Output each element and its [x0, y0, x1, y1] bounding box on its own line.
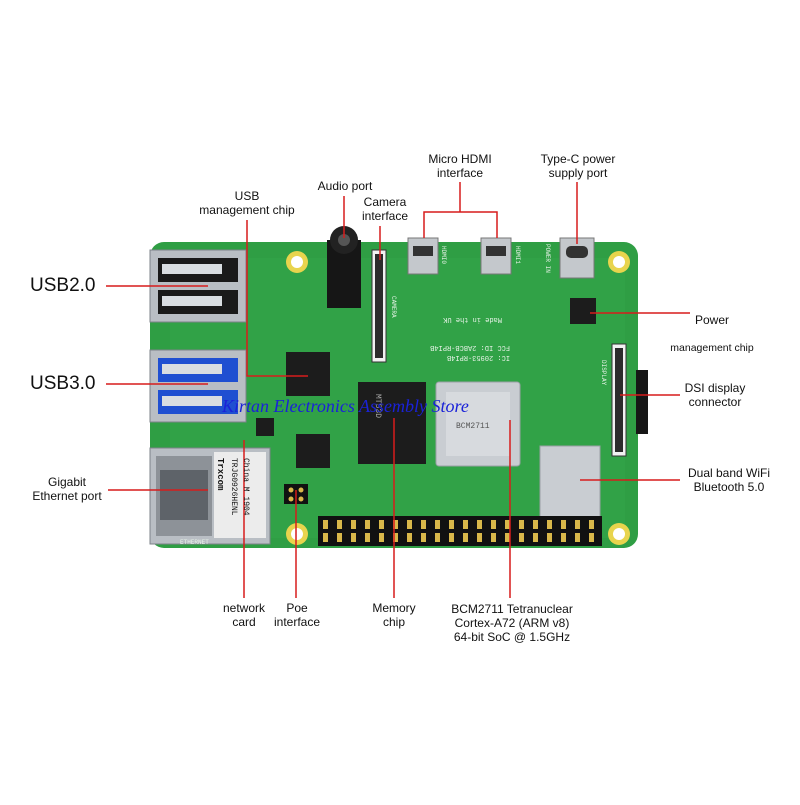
gpio-pin — [393, 533, 398, 542]
ethernet-part: TRJG0926HENL — [229, 458, 238, 516]
gpio-pin — [477, 520, 482, 529]
typec-port — [559, 237, 595, 279]
gpio-pin — [337, 520, 342, 529]
leader-hdmi — [423, 211, 498, 238]
gpio-pin — [421, 520, 426, 529]
gpio-pin — [351, 533, 356, 542]
gpio-pin — [365, 520, 370, 529]
label-power-mgmt: Power management chip — [660, 300, 764, 355]
gpio-pin — [491, 520, 496, 529]
gpio-header[interactable] — [318, 516, 602, 546]
label-memory: Memory chip — [372, 601, 416, 629]
gpio-pin — [393, 520, 398, 529]
gpio-pin — [435, 520, 440, 529]
label-soc: BCM2711 Tetranuclear Cortex-A72 (ARM v8)… — [451, 602, 573, 644]
label-network-card: network card — [222, 601, 266, 629]
gpio-pin — [337, 533, 342, 542]
gpio-pin — [575, 533, 580, 542]
silk-hdmi0: HDMI0 — [440, 246, 447, 264]
gpio-pin — [365, 533, 370, 542]
ethernet-origin: China M 1904 — [241, 458, 250, 516]
label-power-mgmt-line2: management chip — [670, 342, 754, 355]
gpio-pin — [547, 520, 552, 529]
label-usb2: USB2.0 — [30, 275, 96, 296]
leader-usb-mgmt — [246, 220, 308, 377]
gpio-pin — [589, 520, 594, 529]
gpio-pin — [463, 520, 468, 529]
gpio-pin — [533, 533, 538, 542]
wifi-module — [539, 445, 601, 519]
gpio-pin — [379, 520, 384, 529]
gpio-pin — [449, 520, 454, 529]
silk-hdmi1: HDMI1 — [514, 246, 521, 264]
gpio-pin — [561, 533, 566, 542]
silk-power-in: POWER IN — [544, 244, 551, 273]
usb3-port — [149, 349, 247, 423]
gpio-pin — [477, 533, 482, 542]
audio-jack — [327, 226, 361, 308]
memory-chip — [358, 382, 426, 464]
gpio-pin — [323, 520, 328, 529]
gpio-pin — [449, 533, 454, 542]
gpio-pin — [435, 533, 440, 542]
ethernet-brand: Trxcom — [215, 458, 225, 491]
gpio-pin — [519, 533, 524, 542]
label-camera: Camera interface — [361, 195, 409, 223]
gpio-pin — [407, 533, 412, 542]
network-chip — [296, 434, 330, 468]
label-typec: Type-C power supply port — [540, 152, 616, 180]
silk-ethernet: ETHERNET — [180, 539, 209, 546]
usb-mgmt-chip — [286, 352, 330, 396]
label-power-mgmt-line1: Power — [694, 312, 729, 327]
gpio-pin — [491, 533, 496, 542]
gpio-pin — [421, 533, 426, 542]
gpio-pin — [505, 533, 510, 542]
gpio-pin — [575, 520, 580, 529]
label-micro-hdmi: Micro HDMI interface — [428, 152, 492, 180]
ram-marking: MT53D — [373, 394, 382, 418]
gpio-pin — [505, 520, 510, 529]
label-dsi: DSI display connector — [684, 381, 746, 409]
gpio-pin — [407, 520, 412, 529]
label-wifi: Dual band WiFi Bluetooth 5.0 — [687, 466, 771, 494]
ethernet-jack — [149, 447, 271, 545]
gpio-pin — [323, 533, 328, 542]
gpio-pin — [519, 520, 524, 529]
gpio-pin — [379, 533, 384, 542]
gpio-pin — [547, 533, 552, 542]
soc-chip — [435, 381, 521, 467]
label-usb3: USB3.0 — [30, 373, 96, 394]
silk-display: DISPLAY — [600, 360, 607, 386]
gpio-pin — [589, 533, 594, 542]
leader-lines — [106, 182, 690, 598]
silk-fcc: FCC ID: 2ABCB-RPI4B — [430, 343, 510, 351]
mounting-holes — [286, 251, 630, 545]
power-chip — [570, 298, 596, 324]
gpio-pin — [561, 520, 566, 529]
gpio-pin — [351, 520, 356, 529]
label-gigabit: Gigabit Ethernet port — [32, 475, 102, 503]
silk-ic: IC: 20953-RPI4B — [447, 353, 510, 361]
label-poe: Poe interface — [273, 601, 321, 629]
watermark: Kirtan Electronics Assembly Store — [222, 396, 469, 416]
soc-marking: BCM2711 — [456, 422, 490, 431]
micro-hdmi-ports — [407, 237, 512, 275]
gpio-base — [318, 516, 602, 546]
label-audio: Audio port — [317, 179, 373, 193]
silk-made-in: Made in the UK — [442, 315, 502, 323]
gpio-pin — [463, 533, 468, 542]
silk-camera: CAMERA — [390, 296, 397, 318]
gpio-pin — [533, 520, 538, 529]
label-usb-mgmt: USB management chip — [199, 189, 295, 217]
